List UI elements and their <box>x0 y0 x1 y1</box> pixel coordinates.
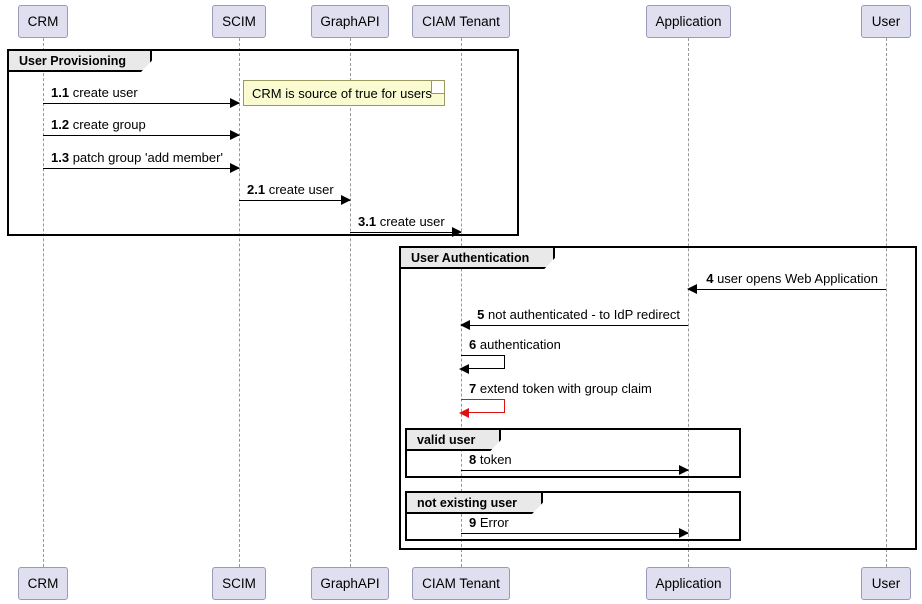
arrowhead-right-icon <box>230 130 240 140</box>
note-text: CRM is source of true for users <box>252 85 432 101</box>
fragment-label-user-authentication: User Authentication <box>401 248 555 269</box>
participant-label: GraphAPI <box>320 14 380 29</box>
participant-label: CRM <box>27 14 59 29</box>
note-fold-corner-icon <box>431 81 444 94</box>
message-7-self[interactable]: 7 extend token with group claim <box>459 381 652 418</box>
arrowhead-right-icon <box>230 163 240 173</box>
lifeline-crm <box>43 38 44 567</box>
fragment-user-provisioning: User Provisioning <box>7 49 519 236</box>
fragment-user-authentication: User Authentication <box>399 246 917 550</box>
participant-user-bottom[interactable]: User <box>861 567 911 600</box>
message-label: 7 extend token with group claim <box>469 381 652 396</box>
participant-crm-bottom[interactable]: CRM <box>18 567 68 600</box>
arrowhead-left-icon <box>687 284 697 294</box>
arrowhead-right-icon <box>341 195 351 205</box>
participant-graphapi-top[interactable]: GraphAPI <box>311 5 389 38</box>
lifeline-graphapi <box>350 38 351 567</box>
participant-label: CIAM Tenant <box>422 14 500 29</box>
message-label: 4 user opens Web Application <box>706 271 878 286</box>
participant-ciam-tenant-top[interactable]: CIAM Tenant <box>412 5 510 38</box>
participant-label: CRM <box>27 576 59 591</box>
participant-label: User <box>871 576 901 591</box>
message-line <box>461 470 688 471</box>
participant-ciam-tenant-bottom[interactable]: CIAM Tenant <box>412 567 510 600</box>
message-line <box>43 168 239 169</box>
message-line <box>43 135 239 136</box>
message-line <box>688 289 886 290</box>
message-label: 2.1 create user <box>247 182 334 197</box>
arrowhead-right-icon <box>230 98 240 108</box>
participant-user-top[interactable]: User <box>861 5 911 38</box>
message-6-self[interactable]: 6 authentication <box>459 337 561 374</box>
arrowhead-left-icon <box>459 364 469 374</box>
participant-graphapi-bottom[interactable]: GraphAPI <box>311 567 389 600</box>
fragment-label-valid-user: valid user <box>407 430 501 451</box>
message-label: 3.1 create user <box>358 214 445 229</box>
participant-label: Application <box>655 576 722 591</box>
message-line <box>461 533 688 534</box>
message-line <box>461 325 688 326</box>
fragment-valid-user: valid user <box>405 428 741 478</box>
participant-label: GraphAPI <box>320 576 380 591</box>
participant-label: User <box>871 14 901 29</box>
fragment-not-existing-user: not existing user <box>405 491 741 541</box>
participant-scim-bottom[interactable]: SCIM <box>212 567 266 600</box>
message-label: 9 Error <box>469 515 509 530</box>
message-label: 6 authentication <box>469 337 561 352</box>
fragment-label-not-existing-user: not existing user <box>407 493 543 514</box>
message-line <box>239 200 350 201</box>
participant-label: SCIM <box>222 14 256 29</box>
arrowhead-left-icon <box>460 320 470 330</box>
message-label: 8 token <box>469 452 512 467</box>
participant-application-top[interactable]: Application <box>646 5 731 38</box>
message-label: 1.2 create group <box>51 117 146 132</box>
message-label: 1.3 patch group 'add member' <box>51 150 223 165</box>
note-crm-source-of-truth: CRM is source of true for users <box>243 80 445 106</box>
self-message-loop <box>461 355 505 369</box>
message-label: 5 not authenticated - to IdP redirect <box>477 307 680 322</box>
lifeline-scim <box>239 38 240 567</box>
participant-label: SCIM <box>222 576 256 591</box>
arrowhead-right-icon <box>679 465 689 475</box>
message-label: 1.1 create user <box>51 85 138 100</box>
participant-label: CIAM Tenant <box>422 576 500 591</box>
lifeline-ciam-tenant <box>461 38 462 567</box>
participant-crm-top[interactable]: CRM <box>18 5 68 38</box>
fragment-label-user-provisioning: User Provisioning <box>9 51 152 72</box>
arrowhead-right-icon <box>679 528 689 538</box>
message-line <box>43 103 239 104</box>
message-line <box>350 232 461 233</box>
lifeline-user <box>886 38 887 567</box>
arrowhead-left-icon <box>459 408 469 418</box>
participant-label: Application <box>655 14 722 29</box>
self-message-loop <box>461 399 505 413</box>
arrowhead-right-icon <box>452 227 462 237</box>
participant-scim-top[interactable]: SCIM <box>212 5 266 38</box>
lifeline-application <box>688 38 689 567</box>
participant-application-bottom[interactable]: Application <box>646 567 731 600</box>
